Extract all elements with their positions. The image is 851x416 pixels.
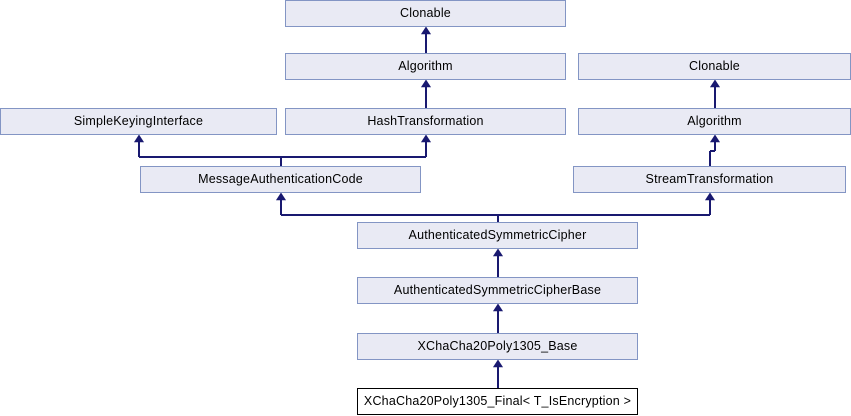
- class-node-label: AuthenticatedSymmetricCipher: [408, 228, 587, 243]
- class-node-label: HashTransformation: [367, 114, 484, 129]
- class-node-hashtransformation[interactable]: HashTransformation: [285, 108, 566, 135]
- class-node-clonable-top[interactable]: Clonable: [285, 0, 566, 27]
- class-node-streamtransformation[interactable]: StreamTransformation: [573, 166, 846, 193]
- class-node-label: XChaCha20Poly1305_Final< T_IsEncryption …: [363, 394, 632, 409]
- class-node-simplekeyinginterface[interactable]: SimpleKeyingInterface: [0, 108, 277, 135]
- class-node-messageauthenticationcode[interactable]: MessageAuthenticationCode: [140, 166, 421, 193]
- class-node-label: AuthenticatedSymmetricCipherBase: [393, 283, 602, 298]
- class-node-label: XChaCha20Poly1305_Base: [417, 339, 578, 354]
- class-node-clonable-right[interactable]: Clonable: [578, 53, 851, 80]
- class-node-label: Clonable: [689, 59, 740, 74]
- class-node-xchacha20poly1305-base[interactable]: XChaCha20Poly1305_Base: [357, 333, 638, 360]
- class-node-label: StreamTransformation: [645, 172, 774, 187]
- class-node-label: MessageAuthenticationCode: [198, 172, 363, 187]
- class-node-xchacha20poly1305-final[interactable]: XChaCha20Poly1305_Final< T_IsEncryption …: [357, 388, 638, 415]
- class-node-algorithm-right[interactable]: Algorithm: [578, 108, 851, 135]
- class-node-algorithm-left[interactable]: Algorithm: [285, 53, 566, 80]
- class-node-label: Algorithm: [398, 59, 453, 74]
- class-node-authenticatedsymmetriccipherbase[interactable]: AuthenticatedSymmetricCipherBase: [357, 277, 638, 304]
- class-node-label: Clonable: [400, 6, 451, 21]
- class-node-label: SimpleKeyingInterface: [73, 114, 204, 129]
- class-node-label: Algorithm: [687, 114, 742, 129]
- class-node-authenticatedsymmetriccipher[interactable]: AuthenticatedSymmetricCipher: [357, 222, 638, 249]
